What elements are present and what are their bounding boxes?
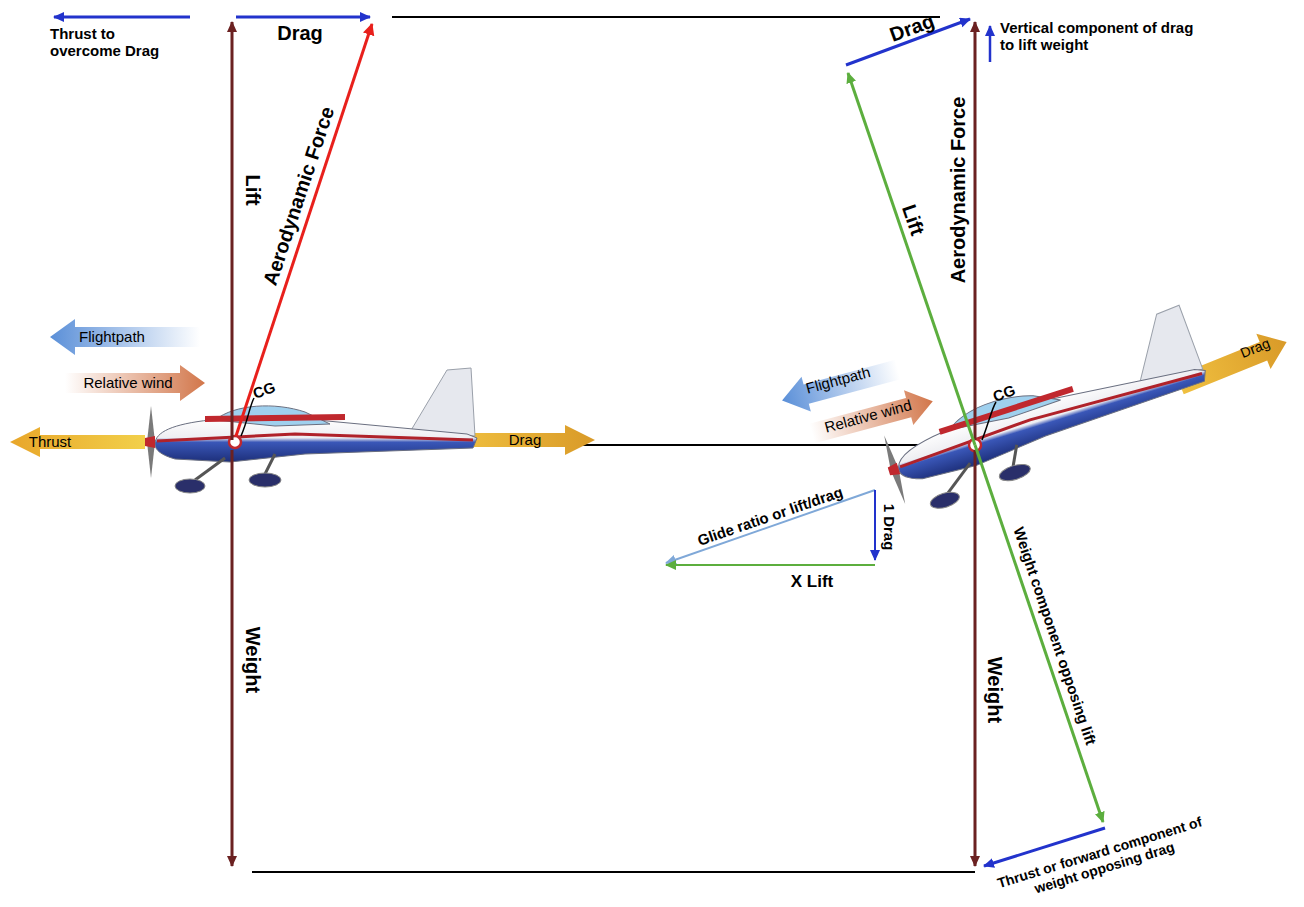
vector-label: Drag (277, 22, 323, 45)
vector-label: Weight (241, 627, 264, 693)
arrow-label: Relative wind (83, 374, 172, 391)
arrow-label: Thrust (29, 433, 72, 450)
vector-label: Aerodynamic Force (947, 97, 970, 284)
vector-label: Drag (887, 9, 938, 46)
vector-label: Lift (241, 174, 264, 205)
ratio-label: X Lift (791, 572, 834, 592)
vector-label: Aerodynamic Force (259, 104, 339, 289)
cg-label: CG (990, 381, 1017, 405)
ratio-label: 1 Drag (880, 504, 897, 551)
arrow-label: Flightpath (804, 363, 872, 397)
cg-label: CG (250, 378, 277, 402)
ratio-label: Glide ratio or lift/drag (695, 483, 845, 549)
vector-note: Weight component opposing lift (1010, 525, 1100, 747)
vector-note: Thrust to overcome Drag (50, 25, 180, 60)
arrow-label: Drag (509, 431, 542, 448)
vector-note: Thrust or forward component of weight op… (983, 810, 1222, 907)
arrow-label: Flightpath (79, 328, 145, 345)
vector-label: Lift (897, 202, 929, 239)
arrow-label: Relative wind (823, 396, 914, 436)
vector-label: Weight (983, 657, 1006, 723)
arrow-label: Drag (1238, 335, 1272, 361)
vector-note: Vertical component of drag to lift weigh… (1000, 19, 1200, 54)
